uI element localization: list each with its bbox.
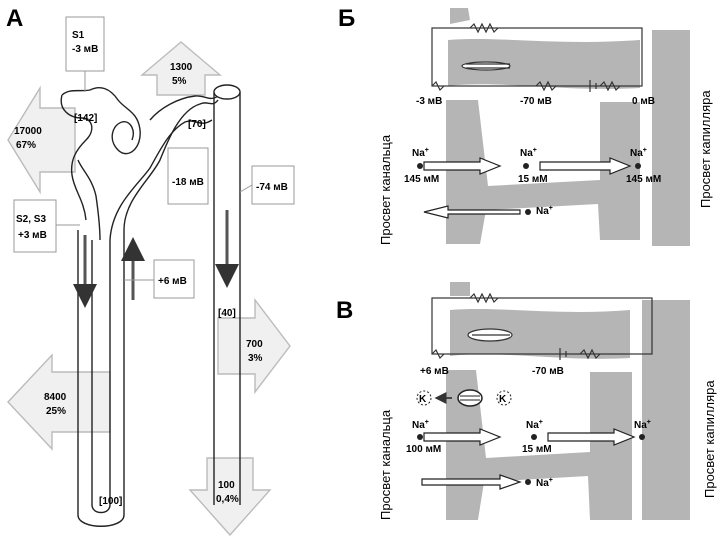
- collecting-duct-opening: [213, 84, 241, 100]
- svg-text:Na+: Na+: [412, 419, 429, 431]
- svg-text:25%: 25%: [46, 406, 66, 417]
- flow-arrow-up: [140, 41, 222, 96]
- svg-text:145 мМ: 145 мМ: [404, 174, 439, 185]
- svg-text:8400: 8400: [44, 392, 67, 403]
- label-s1: S1 -3 мВ: [65, 16, 105, 92]
- panel-c-cells: [446, 282, 690, 520]
- b-capillary-label: Просвет капилляра: [698, 90, 713, 208]
- label-volt-6: +6 мВ: [124, 259, 195, 299]
- svg-text:S2, S3: S2, S3: [16, 214, 46, 225]
- svg-text:0,4%: 0,4%: [216, 494, 239, 505]
- svg-text:+6 мВ: +6 мВ: [158, 276, 187, 287]
- label-flow-700: 700 3%: [246, 339, 263, 364]
- label-seg-142: [142]: [74, 113, 97, 124]
- nephron-diagram: [7, 41, 291, 537]
- label-seg-100: [100]: [99, 496, 122, 507]
- panel-b-letter: Б: [338, 5, 355, 32]
- svg-text:700: 700: [246, 339, 263, 350]
- panel-a-letter: А: [6, 5, 23, 32]
- svg-text:+3 мВ: +3 мВ: [18, 230, 47, 241]
- flow-arrow-down: [188, 457, 272, 537]
- svg-text:100 мМ: 100 мМ: [406, 444, 441, 455]
- svg-text:Na+: Na+: [536, 477, 553, 489]
- c-na-labels: Na+ 100 мМ Na+ 15 мМ Na+ Na+: [406, 419, 651, 489]
- svg-text:15 мМ: 15 мМ: [518, 174, 548, 185]
- svg-text:100: 100: [218, 480, 235, 491]
- b-voltage-right: 0 мВ: [632, 96, 655, 107]
- svg-text:S1: S1: [72, 30, 85, 41]
- c-k-channel: K K: [416, 389, 512, 407]
- svg-text:Na+: Na+: [630, 147, 647, 159]
- loop-of-henle-inner: [91, 240, 111, 514]
- label-s2-s3: S2, S3 +3 мВ: [13, 199, 80, 253]
- svg-text:17000: 17000: [14, 126, 42, 137]
- svg-text:Na+: Na+: [634, 419, 651, 431]
- label-seg-40: [40]: [218, 308, 236, 319]
- panel-c-circuit: [431, 292, 653, 360]
- panel-c-letter: В: [336, 297, 353, 324]
- svg-text:Na+: Na+: [412, 147, 429, 159]
- panel-b-cells: [446, 8, 690, 246]
- proximal-convoluted-tubule: [60, 87, 141, 221]
- label-flow-1300: 1300 5%: [170, 62, 193, 87]
- svg-text:-18 мВ: -18 мВ: [172, 177, 204, 188]
- svg-text:5%: 5%: [172, 76, 187, 87]
- svg-text:K: K: [419, 394, 427, 405]
- svg-text:67%: 67%: [16, 140, 36, 151]
- svg-text:Na+: Na+: [536, 205, 553, 217]
- b-voltage-mid: -70 мВ: [520, 96, 552, 107]
- b-na-labels: Na+ 145 мМ Na+ 15 мМ Na+ 145 мМ Na+: [404, 147, 661, 217]
- label-volt-74: -74 мВ: [239, 165, 295, 205]
- c-na-arrows: [417, 428, 645, 490]
- svg-text:K: K: [499, 394, 507, 405]
- label-seg-70: [70]: [188, 119, 206, 130]
- loop-of-henle-outer: [77, 230, 125, 527]
- b-na-arrows: [417, 157, 641, 219]
- svg-text:Na+: Na+: [520, 147, 537, 159]
- c-voltage-mid: -70 мВ: [532, 366, 564, 377]
- b-lumen-label: Просвет канальца: [378, 134, 393, 245]
- panel-b-circuit: [431, 22, 643, 92]
- label-flow-8400: 8400 25%: [44, 392, 67, 417]
- label-flow-17000: 17000 67%: [14, 126, 42, 151]
- svg-text:Na+: Na+: [526, 419, 543, 431]
- c-voltage-left: +6 мВ: [420, 366, 449, 377]
- svg-text:-74 мВ: -74 мВ: [256, 182, 288, 193]
- flow-arrow-right: [217, 297, 291, 395]
- label-flow-100: 100 0,4%: [216, 480, 239, 505]
- label-volt-18: -18 мВ: [167, 147, 209, 205]
- svg-text:15 мМ: 15 мМ: [522, 444, 552, 455]
- c-lumen-label: Просвет канальца: [378, 409, 393, 520]
- svg-text:3%: 3%: [248, 353, 263, 364]
- svg-text:1300: 1300: [170, 62, 193, 73]
- b-voltage-left: -3 мВ: [416, 96, 442, 107]
- flow-arrow-left-top: [7, 85, 76, 195]
- svg-text:-3 мВ: -3 мВ: [72, 44, 98, 55]
- c-capillary-label: Просвет капилляра: [702, 380, 717, 498]
- svg-text:145 мМ: 145 мМ: [626, 174, 661, 185]
